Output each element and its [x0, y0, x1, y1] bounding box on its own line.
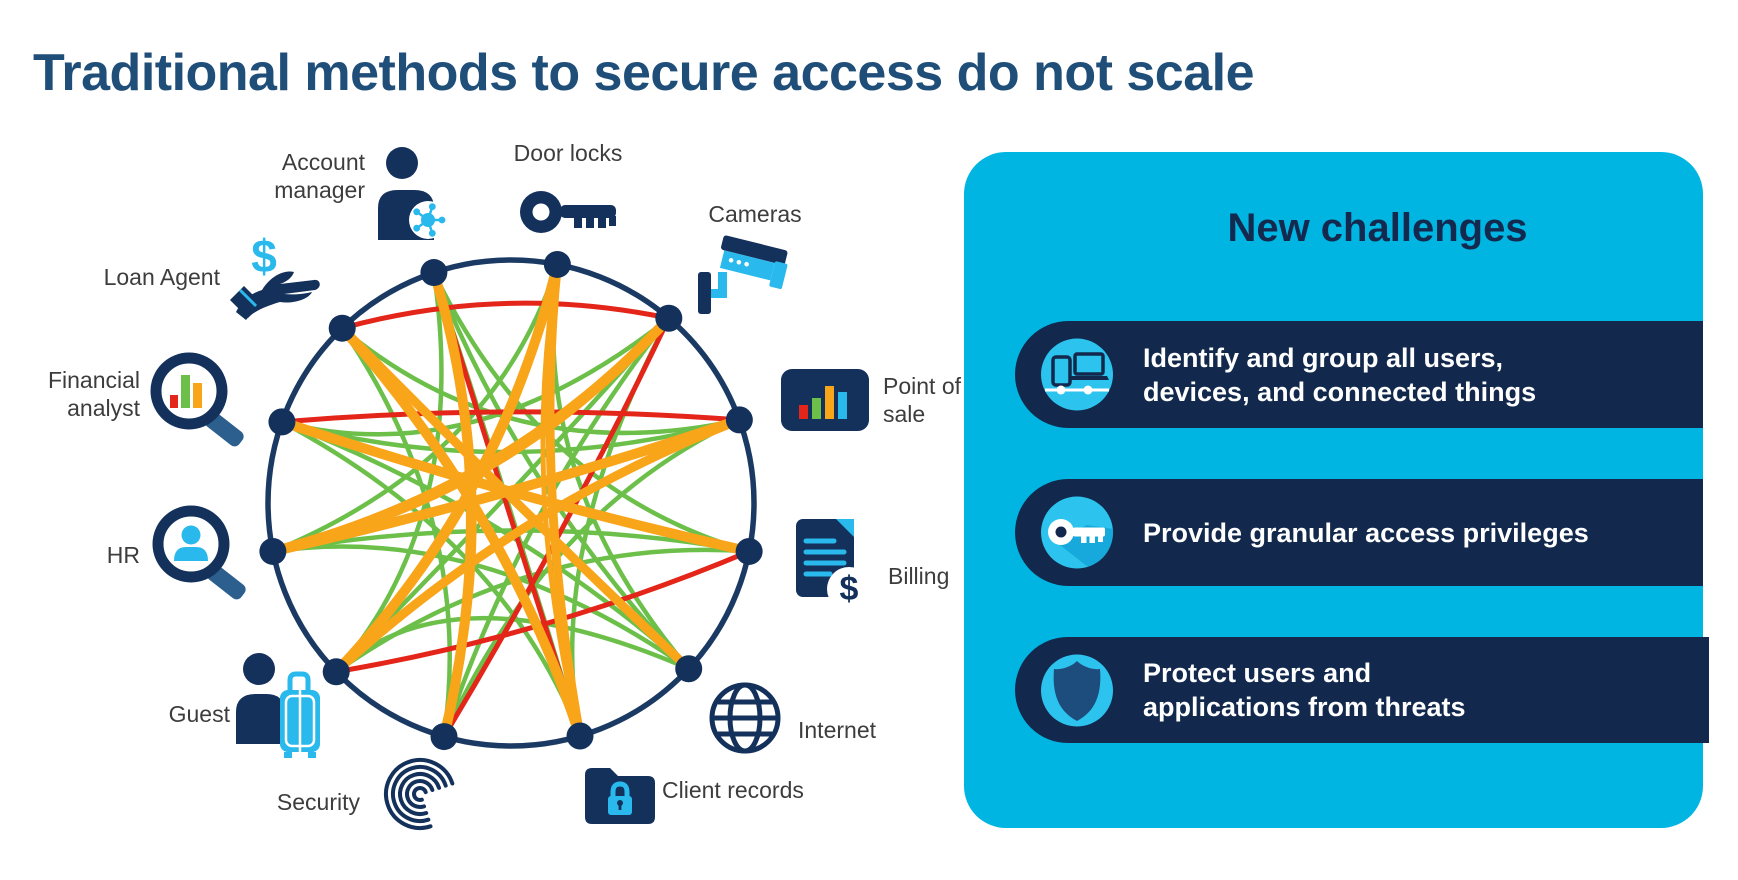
label-financial-analyst: Financial analyst — [47, 367, 140, 421]
fingerprint-icon — [384, 758, 455, 830]
folder-lock-icon — [585, 768, 655, 824]
door-key-icon — [520, 191, 616, 233]
label-account-manager: Account manager — [274, 149, 365, 203]
connection-chord — [270, 262, 560, 554]
challenge-text: Provide granular access privileges — [1143, 517, 1589, 548]
connection-chord — [545, 259, 585, 741]
network-node-door-locks — [543, 250, 571, 278]
network-node-cameras — [655, 304, 683, 332]
magnifier-chart-icon — [150, 352, 244, 447]
network-node-loan-agent — [328, 314, 356, 342]
label-loan-agent: Loan Agent — [103, 264, 220, 290]
account-manager-icon — [378, 147, 447, 240]
challenge-text: Protect users and applications from thre… — [1143, 658, 1466, 722]
connection-chord — [333, 417, 742, 675]
network-node-guest — [322, 658, 350, 686]
circle-ring — [265, 257, 757, 749]
connection-chord — [441, 417, 742, 739]
network-node-billing — [735, 537, 763, 565]
guest-suitcase-icon — [236, 653, 320, 758]
challenge-identify: Identify and group all users, devices, a… — [1015, 321, 1703, 428]
connection-chord — [270, 315, 672, 554]
connection-chord — [339, 325, 742, 436]
network-node-internet — [675, 655, 703, 683]
label-billing: Billing — [888, 563, 950, 589]
connection-chord — [540, 261, 583, 739]
key-icon — [1041, 496, 1113, 569]
network-node-security — [430, 723, 458, 751]
label-internet: Internet — [798, 717, 876, 743]
billing-invoice-icon: $ — [796, 519, 871, 611]
label-security: Security — [276, 789, 360, 815]
network-node-client-records — [566, 722, 594, 750]
connection-chord — [339, 300, 672, 331]
magnifier-person-icon — [152, 505, 246, 600]
panel-title: New challenges — [1227, 206, 1528, 250]
network-node-point-of-sale — [725, 406, 753, 434]
label-client-records: Client records — [662, 777, 804, 803]
connection-chord — [339, 325, 452, 739]
challenge-text: Identify and group all users, devices, a… — [1143, 342, 1537, 407]
connection-chord — [270, 544, 691, 671]
hand-dollar-icon: $ — [230, 236, 320, 320]
label-hr: HR — [106, 542, 140, 568]
dollar-glyph: $ — [251, 236, 277, 282]
connection-chord — [339, 325, 692, 672]
network-node-hr — [259, 537, 287, 565]
label-door-locks: Door locks — [513, 140, 623, 166]
point-of-sale-icon — [781, 369, 869, 431]
devices-icon — [1041, 338, 1113, 411]
camera-icon — [698, 235, 788, 314]
network-node-account-manager — [420, 259, 448, 287]
label-point-of-sale: Point of sale — [883, 373, 961, 427]
connection-chord — [441, 315, 672, 740]
page-title: Traditional methods to secure access do … — [33, 43, 1255, 102]
shield-icon — [1041, 654, 1113, 727]
connection-web — [259, 250, 763, 751]
challenge-protect: Protect users and applications from thre… — [1015, 637, 1709, 743]
challenge-privileges: Provide granular access privileges — [1015, 479, 1703, 586]
connection-chord — [279, 315, 672, 437]
new-challenges-panel: New challenges Identify and group all us… — [964, 152, 1709, 828]
dollar-glyph: $ — [840, 570, 859, 608]
globe-icon — [709, 682, 781, 754]
label-cameras: Cameras — [708, 201, 802, 227]
label-guest: Guest — [168, 701, 230, 727]
network-node-financial-analyst — [268, 408, 296, 436]
